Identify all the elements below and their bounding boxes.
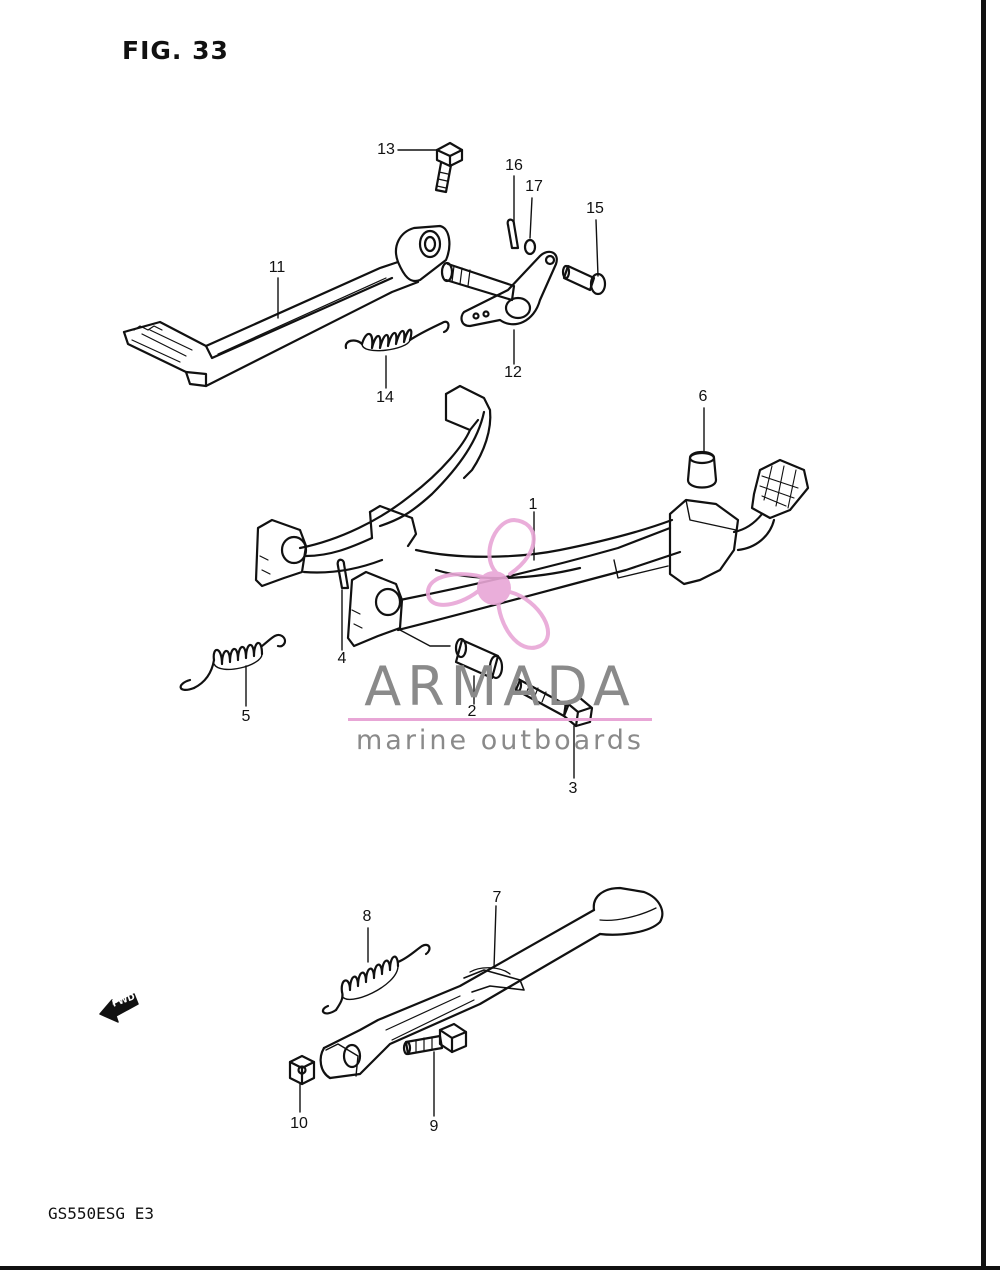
part-1-center-stand xyxy=(254,384,810,648)
part-17-washer xyxy=(523,238,537,256)
part-4-cotter-pin xyxy=(336,558,350,590)
leader-lines xyxy=(245,149,705,1117)
part-10-nut xyxy=(288,1054,316,1086)
arrow-left-icon xyxy=(99,993,139,1023)
part-2-collar xyxy=(454,637,504,680)
callout-10: 10 xyxy=(290,1115,308,1132)
part-7-side-stand xyxy=(319,886,664,1080)
callout-17: 17 xyxy=(525,178,543,195)
part-6-stopper xyxy=(686,450,718,489)
model-code: GS550ESG E3 xyxy=(48,1204,154,1223)
part-11-brake-pedal xyxy=(122,224,451,388)
callout-7: 7 xyxy=(492,889,502,906)
part-15-pin xyxy=(561,264,607,296)
callout-9: 9 xyxy=(429,1118,439,1135)
part-3-bolt xyxy=(513,677,594,728)
callout-5: 5 xyxy=(241,708,251,725)
callout-13: 13 xyxy=(377,141,395,158)
watermark-tagline: marine outboards xyxy=(355,725,644,756)
callout-1: 1 xyxy=(528,496,538,513)
page-border-right xyxy=(981,0,986,1270)
callout-11: 11 xyxy=(268,259,286,276)
callout-16: 16 xyxy=(505,157,523,174)
part-14-spring xyxy=(344,320,450,352)
part-13-bolt xyxy=(434,141,464,194)
watermark-name: ARMADA xyxy=(364,655,636,718)
part-16-cotter-pin xyxy=(506,218,520,250)
figure-title: FIG. 33 xyxy=(122,36,229,65)
callout-6: 6 xyxy=(698,388,708,405)
callout-3: 3 xyxy=(568,780,578,797)
callout-8: 8 xyxy=(362,908,372,925)
callout-2: 2 xyxy=(467,703,477,720)
callout-12: 12 xyxy=(504,364,522,381)
part-8-spring xyxy=(321,943,431,1015)
part-5-spring xyxy=(179,633,287,691)
watermark-logo-icon xyxy=(426,518,551,650)
part-9-bolt xyxy=(402,1022,468,1056)
callout-14: 14 xyxy=(376,389,394,406)
watermark-divider xyxy=(348,718,652,721)
callout-15: 15 xyxy=(586,200,604,217)
callout-4: 4 xyxy=(337,650,347,667)
part-12-lever-shaft xyxy=(440,250,558,328)
page-border-bottom xyxy=(0,1266,1000,1270)
